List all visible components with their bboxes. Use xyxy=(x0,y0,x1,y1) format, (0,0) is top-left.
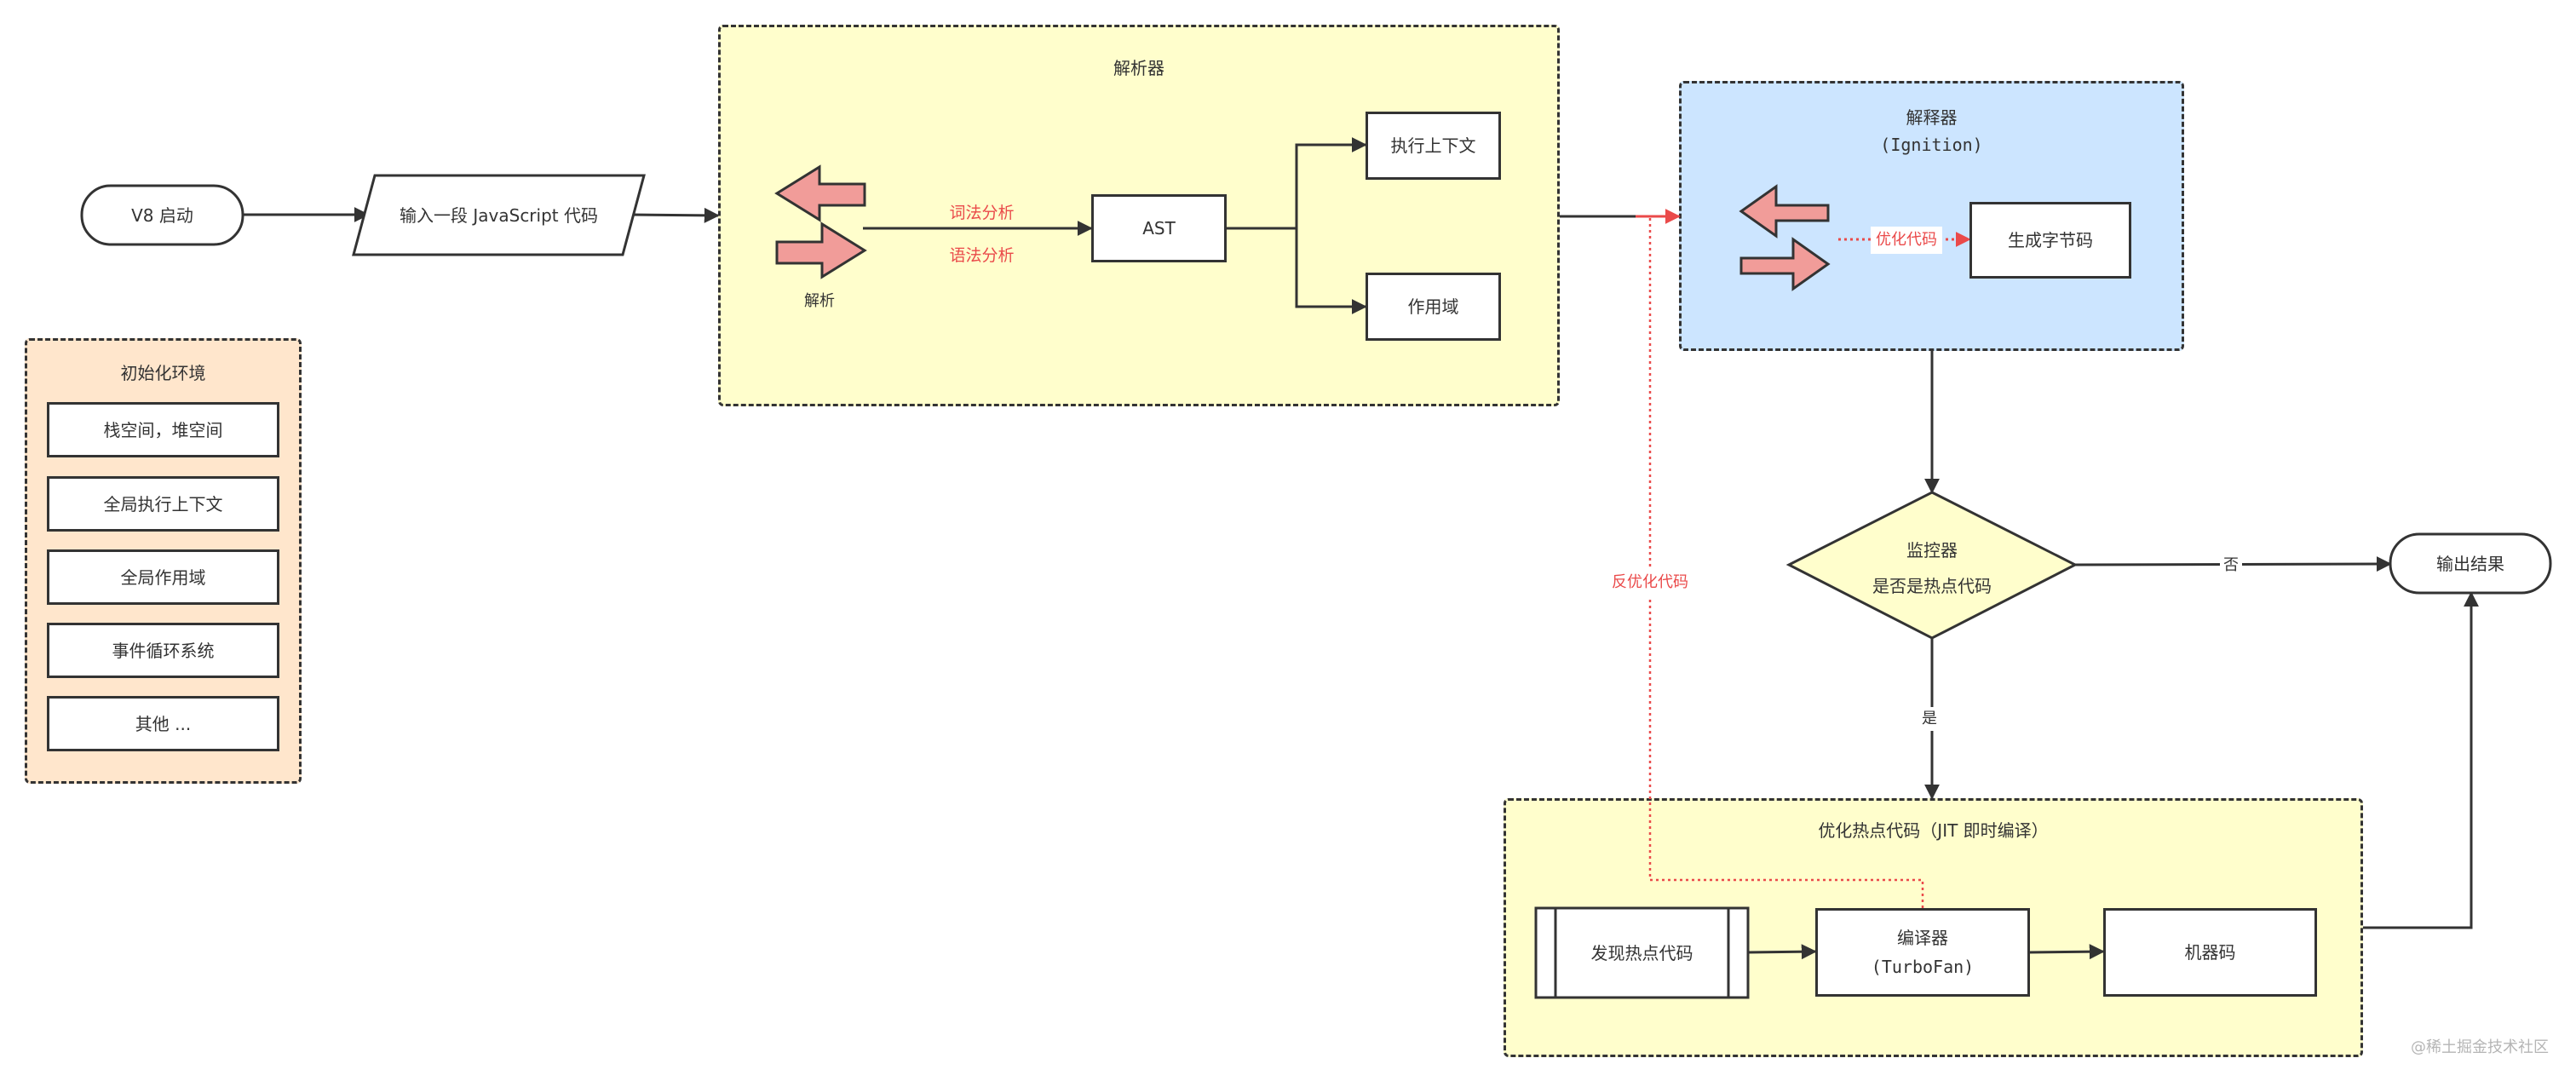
deopt-label: 反优化代码 xyxy=(1603,569,1697,596)
edge-input-parser xyxy=(630,207,720,223)
init-env-item: 其他 ... xyxy=(47,696,279,751)
find-hot-label: 发现热点代码 xyxy=(1590,942,1693,963)
find-hot-shape xyxy=(1534,906,1750,999)
scope-node: 作用域 xyxy=(1366,273,1501,341)
arrow-right-icon xyxy=(775,221,867,279)
interpreter-title: 解释器 xyxy=(1906,107,1958,128)
optimize-label: 优化代码 xyxy=(1871,227,1942,254)
yes-label: 是 xyxy=(1918,707,1941,731)
output-terminal xyxy=(2389,532,2552,595)
interp-arrow-right-icon xyxy=(1739,237,1831,291)
edge-jit-output xyxy=(2363,591,2479,929)
input-shape xyxy=(352,174,646,256)
init-env-title: 初始化环境 xyxy=(120,363,206,383)
start-label: V8 启动 xyxy=(131,204,193,226)
interp-arrow-left-icon xyxy=(1739,184,1830,239)
jit-title: 优化热点代码（JIT 即时编译） xyxy=(1818,820,2049,841)
syntax-label: 语法分析 xyxy=(949,245,1015,265)
init-env-item: 全局执行上下文 xyxy=(47,476,279,532)
init-env-item: 全局作用域 xyxy=(47,549,279,605)
parser-title: 解析器 xyxy=(1113,58,1164,78)
compiler-sub-label: (TurboFan) xyxy=(1871,957,1975,977)
parse-label: 解析 xyxy=(804,291,835,310)
arrow-left-icon xyxy=(774,164,866,222)
input-label: 输入一段 JavaScript 代码 xyxy=(400,204,598,226)
ast-node: AST xyxy=(1091,194,1227,262)
interpreter-subtitle: (Ignition) xyxy=(1880,135,1983,155)
watermark: @稀土掘金技术社区 xyxy=(2411,1038,2549,1056)
lexical-label: 词法分析 xyxy=(949,203,1015,222)
compiler-node: 编译器 (TurboFan) xyxy=(1815,908,2030,997)
compiler-label: 编译器 xyxy=(1897,928,1948,948)
no-label: 否 xyxy=(2220,554,2242,578)
monitor-title: 监控器 xyxy=(1906,540,1958,561)
init-env-item: 栈空间，堆空间 xyxy=(47,402,279,457)
edge-ast-exec-context xyxy=(1226,137,1367,230)
output-label: 输出结果 xyxy=(2436,553,2504,574)
edge-deopt xyxy=(1648,216,1924,908)
monitor-question: 是否是热点代码 xyxy=(1872,576,1992,596)
machine-code-node: 机器码 xyxy=(2103,908,2317,997)
bytecode-node: 生成字节码 xyxy=(1969,202,2131,279)
start-terminal xyxy=(80,184,244,246)
edge-ast-scope xyxy=(1295,228,1367,314)
init-env-item: 事件循环系统 xyxy=(47,623,279,678)
exec-context-node: 执行上下文 xyxy=(1366,112,1501,180)
